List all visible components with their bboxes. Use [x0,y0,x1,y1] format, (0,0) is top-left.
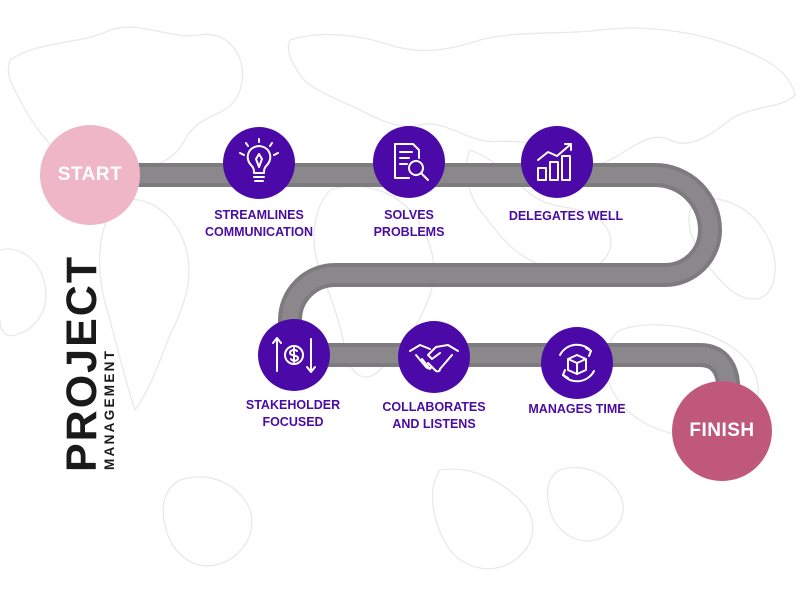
finish-circle [672,381,772,481]
step-3-label: DELEGATES WELL [508,209,624,223]
step-4-node [258,319,330,391]
step-5-label: COLLABORATES AND LISTENS [382,400,486,431]
step-6-label: MANAGES TIME [528,402,626,416]
world-map-background [0,26,796,570]
growth-chart-icon [537,143,572,181]
step-1-label: STREAMLINES COMMUNICATION [204,208,314,239]
dollar-exchange-icon [272,337,316,373]
document-search-icon [394,143,429,181]
step-6-node [541,327,613,399]
lightbulb-icon [239,138,279,182]
box-cycle-icon [559,343,595,383]
step-4-label: STAKEHOLDER FOCUSED [245,398,341,429]
finish-label: FINISH [689,420,755,441]
step-5-node [398,321,470,393]
step-2-node [373,126,445,198]
handshake-icon [409,344,459,373]
title-main: PROJECT [58,254,106,472]
start-label: START [57,164,123,185]
step-1-node [223,127,295,199]
start-circle [40,125,140,225]
step-3-node [521,126,593,198]
road-path [78,163,741,407]
step-2-label: SOLVES PROBLEMS [373,208,445,239]
title-sub: MANAGEMENT [102,348,117,470]
